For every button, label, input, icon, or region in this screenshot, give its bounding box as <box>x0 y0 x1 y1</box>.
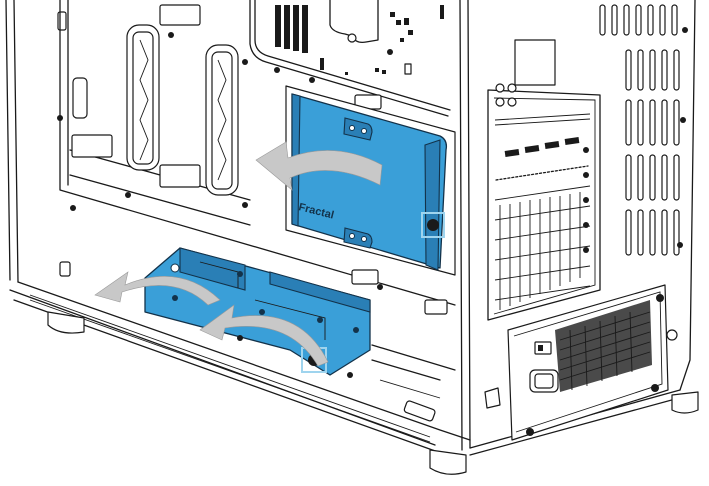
lower-drive-cage <box>144 247 371 376</box>
case-frame <box>5 0 699 475</box>
rotate-upper-bracket-arrow <box>255 141 383 191</box>
psu-fan-grille <box>555 300 652 392</box>
psu-shroud <box>237 335 456 422</box>
cable-grommets <box>71 4 448 315</box>
power-supply <box>484 284 678 441</box>
thumbscrew-highlight-upper <box>421 212 445 238</box>
rotate-lower-bracket-arrow-left <box>94 271 221 306</box>
expansion-slots <box>487 39 601 321</box>
rotate-lower-bracket-arrow-right <box>199 304 329 367</box>
rear-vent-mesh <box>599 4 688 256</box>
ram-slots <box>275 5 308 53</box>
